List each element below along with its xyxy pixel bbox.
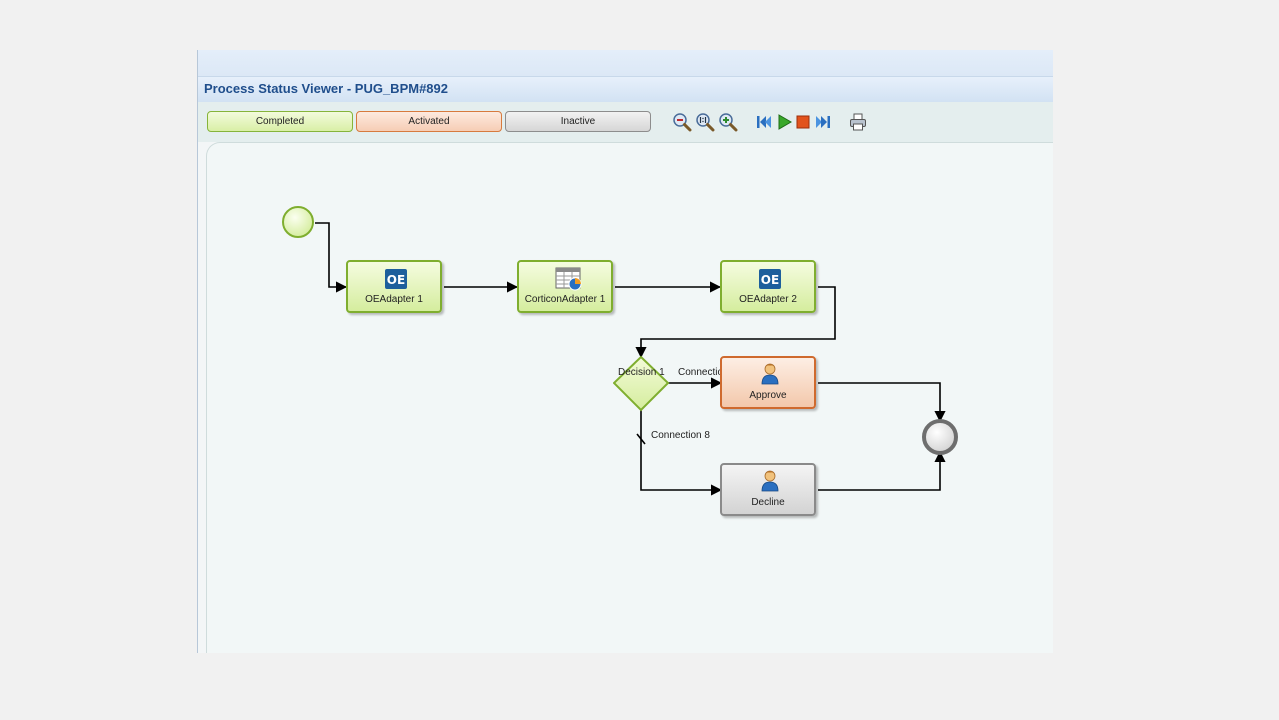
legend-completed[interactable]: Completed: [207, 111, 353, 132]
task-corticon-adapter-1[interactable]: CorticonAdapter 1: [517, 260, 613, 313]
zoom-in-icon[interactable]: [718, 112, 738, 132]
decision-table-icon: [555, 267, 582, 291]
connection-lines: [315, 222, 946, 496]
task-label: OEAdapter 2: [739, 294, 797, 305]
fast-forward-icon[interactable]: [813, 112, 833, 132]
print-icon[interactable]: [848, 112, 868, 132]
task-label: Decline: [751, 497, 785, 508]
task-label: CorticonAdapter 1: [524, 294, 606, 305]
zoom-actual-size-icon[interactable]: [695, 112, 715, 132]
window-top-strip: [198, 50, 1053, 76]
process-diagram-canvas: OE OEAdapter 1 CorticonAdapter 1: [206, 142, 1053, 653]
oe-icon: OE: [759, 269, 781, 289]
process-status-viewer-window: Process Status Viewer - PUG_BPM#892 Comp…: [197, 50, 1053, 653]
decision-gateway[interactable]: [613, 355, 671, 413]
connection-2-label: Connection 2: [678, 367, 737, 378]
task-oeadapter-1[interactable]: OE OEAdapter 1: [346, 260, 442, 313]
stop-icon[interactable]: [793, 112, 813, 132]
title-bar: Process Status Viewer - PUG_BPM#892: [198, 76, 1053, 103]
task-decline[interactable]: Decline: [720, 463, 816, 516]
play-icon[interactable]: [774, 112, 794, 132]
user-icon: [761, 470, 779, 492]
task-label: Approve: [749, 390, 787, 401]
task-approve[interactable]: Approve: [720, 356, 816, 409]
connection-8-label: Connection 8: [651, 430, 710, 441]
user-icon: [761, 363, 779, 385]
toolbar: Completed Activated Inactive: [198, 102, 1053, 142]
svg-text:OE: OE: [761, 273, 779, 287]
legend-activated[interactable]: Activated: [356, 111, 502, 132]
svg-text:OE: OE: [387, 273, 405, 287]
start-event[interactable]: [281, 205, 317, 241]
zoom-out-icon[interactable]: [672, 112, 692, 132]
task-oeadapter-2[interactable]: OE OEAdapter 2: [720, 260, 816, 313]
end-event[interactable]: [920, 417, 960, 457]
legend-inactive[interactable]: Inactive: [505, 111, 651, 132]
decision-label: Decision 1: [618, 367, 665, 378]
task-label: OEAdapter 1: [365, 294, 423, 305]
rewind-icon[interactable]: [754, 112, 774, 132]
oe-icon: OE: [385, 269, 407, 289]
window-title: Process Status Viewer - PUG_BPM#892: [204, 81, 448, 96]
